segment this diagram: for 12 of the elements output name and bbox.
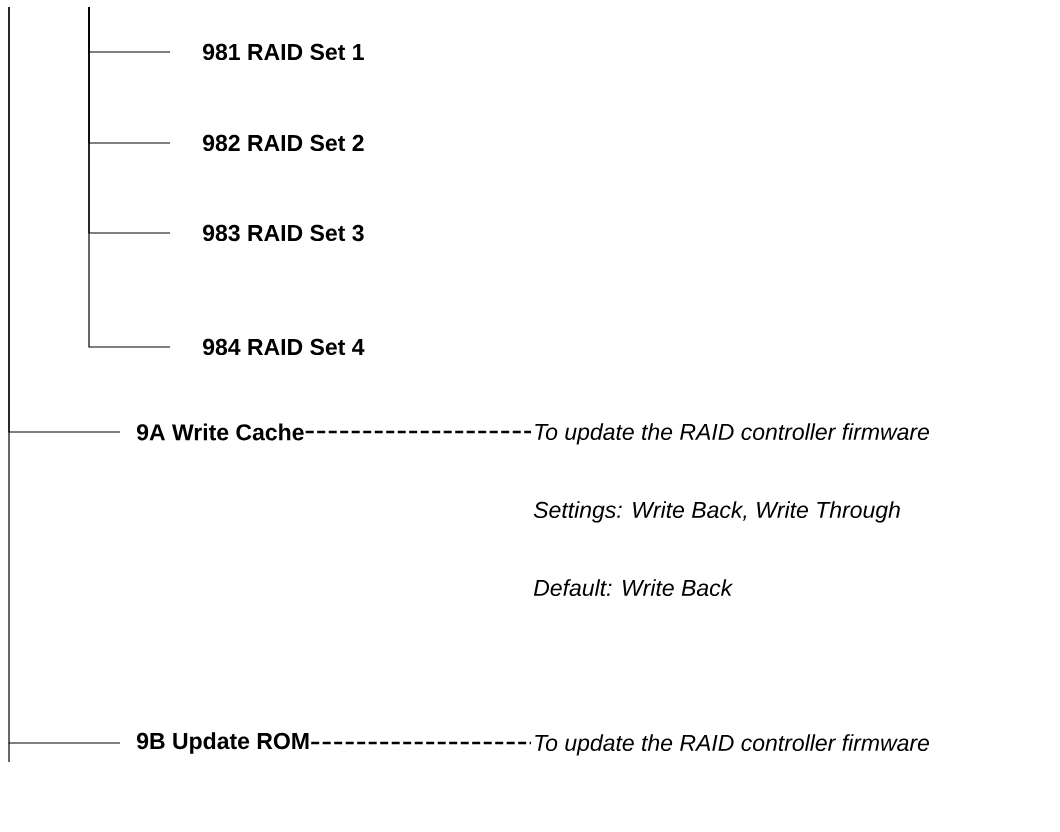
description-text: To update the RAID controller firmware [535,734,929,756]
dashed-leader [311,741,531,745]
menu-item-label: 9B Update ROM [137,732,309,754]
tree-connector [88,6,171,348]
menu-item-label: 984 RAID Set 4 [203,338,365,356]
menu-item-label: 982 RAID Set 2 [203,134,364,152]
tree-connector [8,6,121,744]
menu-item-label: 983 RAID Set 3 [203,224,364,242]
description-text: To update the RAID controller firmware Settings: Write Back, Write Through Default: Write Back [533,423,929,597]
menu-item-label: 981 RAID Set 1 [203,43,364,61]
dashed-leader [305,430,531,434]
menu-item-label: 9A Write Cache [137,423,304,441]
